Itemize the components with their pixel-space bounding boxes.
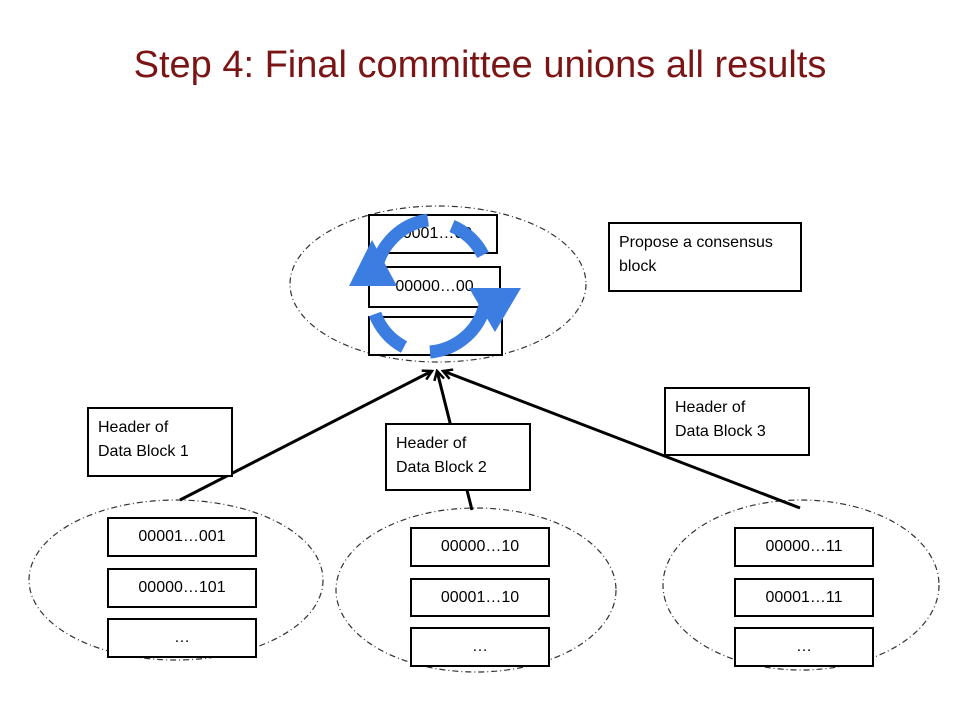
refresh-sync-icon	[349, 213, 521, 359]
header-label-2: Header of Data Block 2	[385, 423, 531, 491]
committee-2-record-2: 00001…10	[410, 578, 550, 617]
committee-1-record-2: 00000…101	[107, 568, 257, 608]
slide-title: Step 4: Final committee unions all resul…	[133, 44, 827, 86]
committee-3-record-3: …	[734, 627, 874, 667]
arrow-committee-3	[443, 371, 801, 510]
committee-2-ellipse	[335, 507, 617, 673]
committee-1-ellipse	[28, 499, 324, 661]
committee-3-record-1: 00000…11	[734, 527, 874, 567]
header-label-1: Header of Data Block 1	[87, 407, 233, 477]
propose-consensus-note: Propose a consensus block	[608, 222, 802, 292]
top-committee-ellipse	[289, 205, 587, 363]
committee-2-record-1: 00000…10	[410, 527, 550, 567]
committee-2-record-3: …	[410, 627, 550, 667]
committee-1-record-1: 00001…001	[107, 517, 257, 557]
arrow-committee-1	[179, 371, 432, 502]
committee-1-record-3: …	[107, 618, 257, 658]
committee-3-record-2: 00001…11	[734, 578, 874, 617]
committee-3-ellipse	[662, 499, 940, 671]
header-label-3: Header of Data Block 3	[664, 387, 810, 456]
